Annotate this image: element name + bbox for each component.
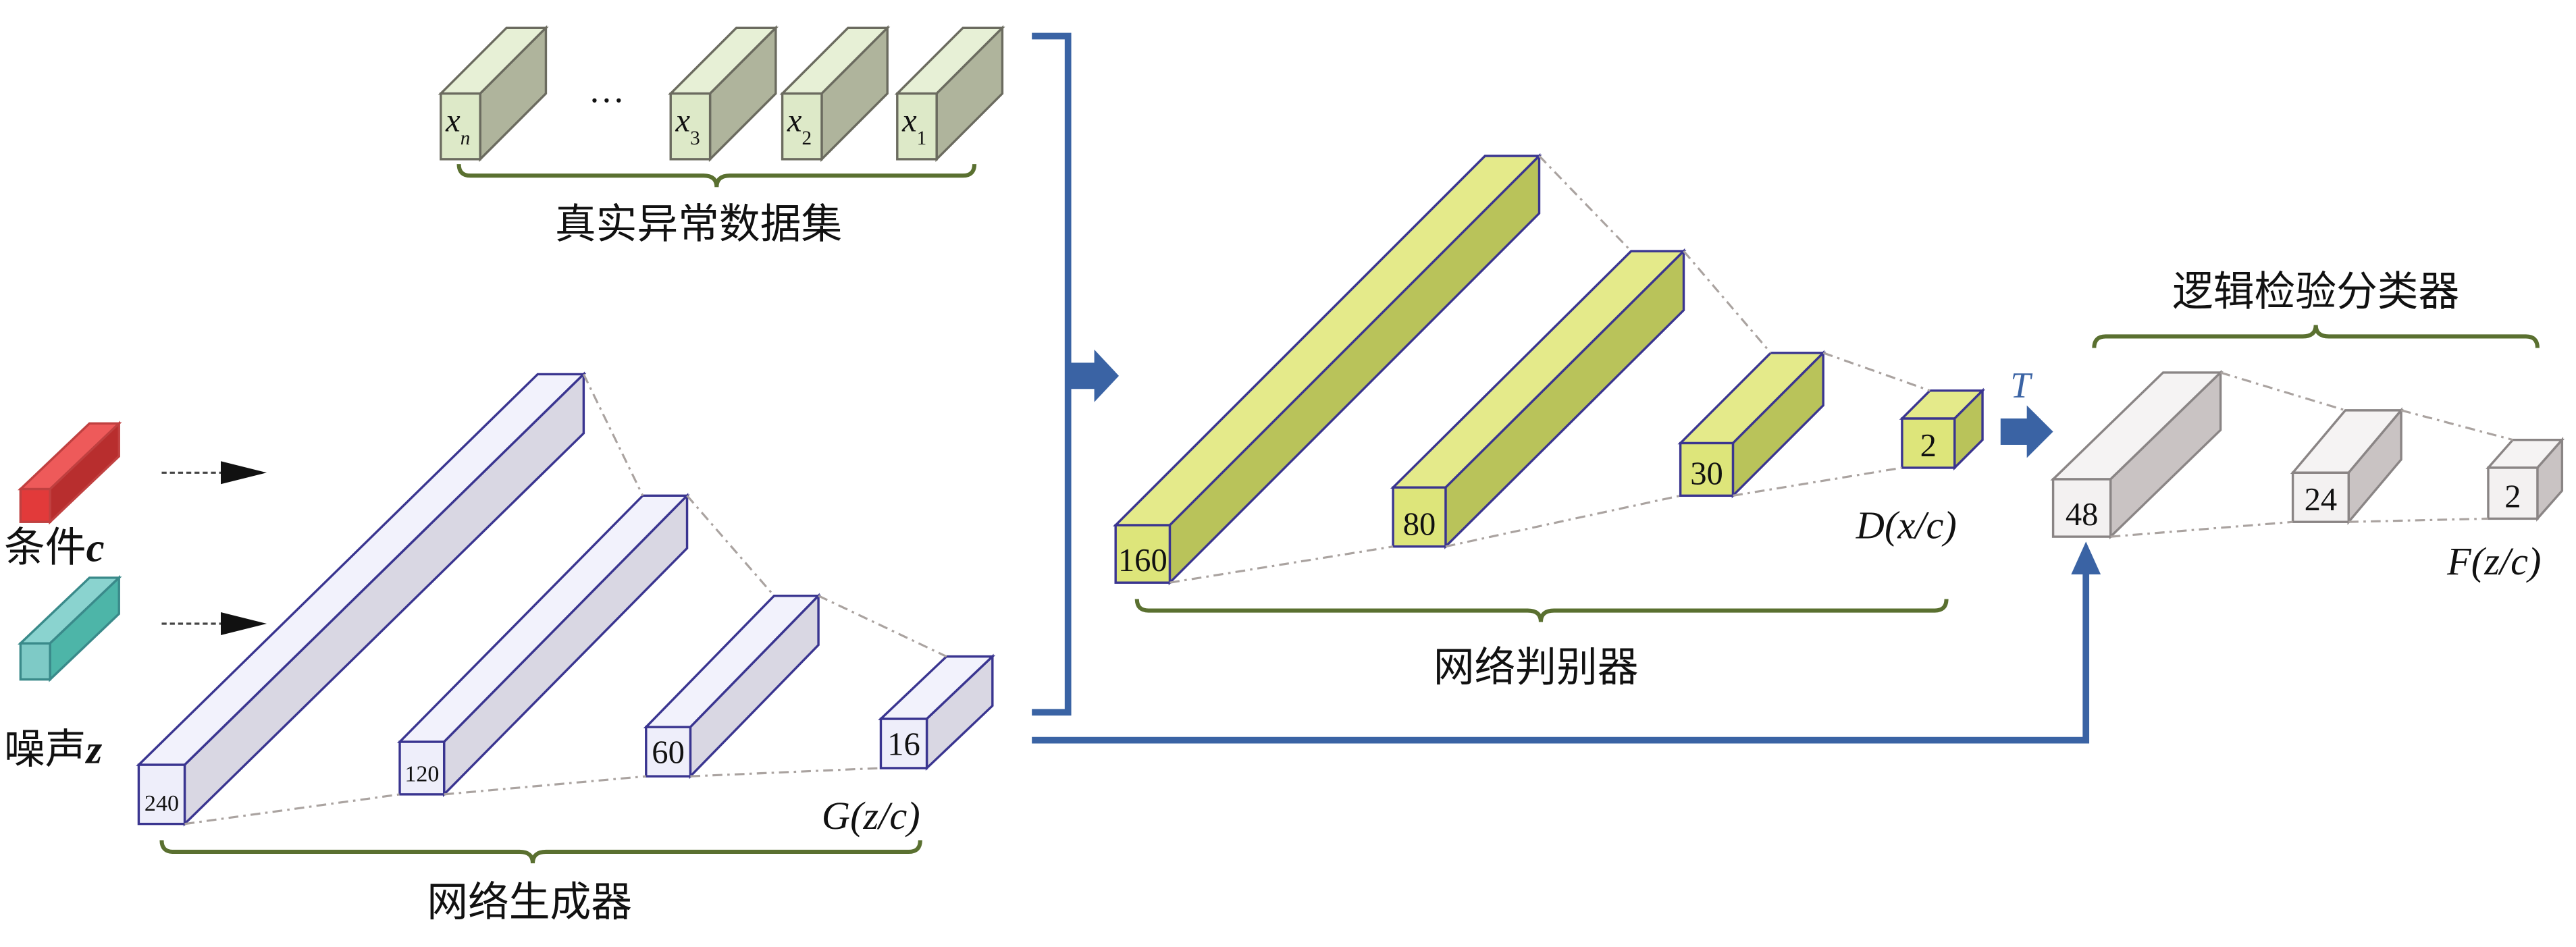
- classifier-brace: [2092, 325, 2540, 348]
- generator-layer-1-front-face: [398, 740, 446, 796]
- to-classifier-arrowhead: [2071, 541, 2101, 575]
- classifier-label: 逻辑检验分类器: [2172, 268, 2459, 315]
- discriminator-output-label: D(x/c): [1856, 504, 1957, 547]
- generator-layer-2-front-face: [645, 726, 692, 778]
- discriminator-brace: [1134, 599, 1949, 622]
- generator-layer-3-front-face: [879, 718, 928, 769]
- classifier-layer-1: [2290, 407, 2404, 525]
- layer-blocks: [18, 25, 2565, 827]
- discriminator-layer-0-side-face: [1168, 153, 1541, 586]
- discriminator-bottom-connector: [1445, 494, 1681, 548]
- sample-block-1-front-face: [669, 92, 712, 161]
- to-discriminator-arrow: [1068, 349, 1120, 402]
- sample-label: xn: [445, 103, 470, 149]
- condition-arrowhead: [220, 461, 267, 485]
- discriminator-top-connector: [1538, 155, 1632, 252]
- classifier-output-label: F(z/c): [2446, 539, 2541, 583]
- discriminator-bottom-connector: [1733, 466, 1903, 497]
- dataset-brace: [456, 163, 977, 188]
- dataset-label: 真实异常数据集: [555, 201, 842, 248]
- sample-block-2-front-face: [781, 92, 823, 161]
- classifier-layer-size: 24: [2305, 481, 2338, 518]
- generator-top-connector: [818, 595, 947, 658]
- discriminator-layer-2-front-face: [1679, 441, 1735, 497]
- classifier-top-connector: [2400, 409, 2513, 441]
- discriminator-layer-3-front-face: [1901, 417, 1956, 469]
- generator-layer-size: 120: [404, 761, 439, 786]
- discriminator-bottom-connector: [1169, 545, 1394, 584]
- discriminator-layer-2: [1677, 350, 1826, 499]
- sample-block-3-front-face: [896, 92, 938, 161]
- classifier-top-connector: [2220, 371, 2346, 412]
- generator-bottom-connector: [690, 767, 881, 778]
- generator-top-connector: [582, 373, 644, 497]
- discriminator-layer-1-front-face: [1392, 486, 1447, 548]
- classifier-layer-size: 2: [2504, 478, 2521, 514]
- sample-label: x1: [901, 103, 926, 149]
- noise-label: 噪声z: [4, 726, 103, 774]
- classifier-bottom-connector: [2348, 517, 2488, 523]
- discriminator-label: 网络判别器: [1434, 644, 1639, 691]
- generator-layer-0-side-face: [183, 371, 585, 827]
- generator-layer-size: 16: [887, 726, 920, 763]
- classifier-layer-0: [2050, 369, 2224, 540]
- sample-block-0: [438, 25, 549, 162]
- generator-label: 网络生成器: [427, 879, 632, 926]
- data-bracket-line: [1032, 32, 1072, 716]
- sample-block-3: [894, 25, 1005, 162]
- classifier-layer-2: [2486, 437, 2565, 522]
- generator-brace: [159, 840, 922, 864]
- classifier-bottom-connector: [2110, 520, 2293, 538]
- transfer-label: T: [2010, 364, 2032, 405]
- generator-output-label: G(z/c): [822, 794, 920, 838]
- generator-to-classifier-line: [1032, 566, 2090, 744]
- sample-block-1: [668, 25, 779, 162]
- classifier-layer-1-front-face: [2291, 471, 2350, 523]
- classifier-layer-0-front-face: [2051, 478, 2112, 538]
- discriminator-layer-1: [1390, 248, 1687, 549]
- sample-label: x2: [787, 103, 812, 149]
- discriminator-layer-size: 30: [1690, 455, 1723, 491]
- discriminator-layer-size: 80: [1403, 506, 1436, 543]
- discriminator-layer-3: [1899, 387, 1986, 471]
- noise-arrowhead: [220, 612, 267, 636]
- noise-block-front-face: [19, 642, 51, 681]
- generator-layer-0-front-face: [137, 763, 186, 826]
- discriminator-top-connector: [1683, 250, 1772, 354]
- discriminator-layer-0-front-face: [1114, 524, 1172, 584]
- generator-top-connector: [686, 495, 775, 597]
- layer-labels: xn x3 x2 x1 240 120 60 16 160 80 30 2 48 24 2: [144, 103, 2521, 817]
- discriminator-layer-0: [1113, 153, 1542, 586]
- layer-connectors: [184, 155, 2513, 826]
- sample-block-0-front-face: [440, 92, 481, 161]
- sample-label: x3: [675, 103, 700, 149]
- discriminator-layer-size: 160: [1118, 542, 1167, 578]
- classifier-layer-2-front-face: [2487, 466, 2539, 520]
- generator-layer-size: 60: [652, 734, 685, 771]
- sample-block-2: [779, 25, 891, 162]
- generator-bottom-connector: [184, 793, 400, 826]
- dataset-ellipsis: …: [589, 70, 625, 110]
- condition-block-front-face: [19, 487, 51, 523]
- discriminator-top-connector: [1822, 352, 1930, 392]
- generator-bottom-connector: [444, 775, 646, 796]
- noise-block: [18, 574, 122, 682]
- generator-layer-3: [878, 653, 996, 771]
- generator-layer-0: [136, 371, 587, 827]
- transfer-arrow: [2000, 405, 2053, 458]
- classifier-layer-size: 48: [2066, 496, 2099, 533]
- condition-block: [18, 421, 122, 525]
- discriminator-layer-size: 2: [1920, 427, 1937, 464]
- generator-layer-size: 240: [144, 791, 179, 816]
- condition-label: 条件c: [4, 524, 105, 572]
- generator-layer-2: [643, 593, 822, 780]
